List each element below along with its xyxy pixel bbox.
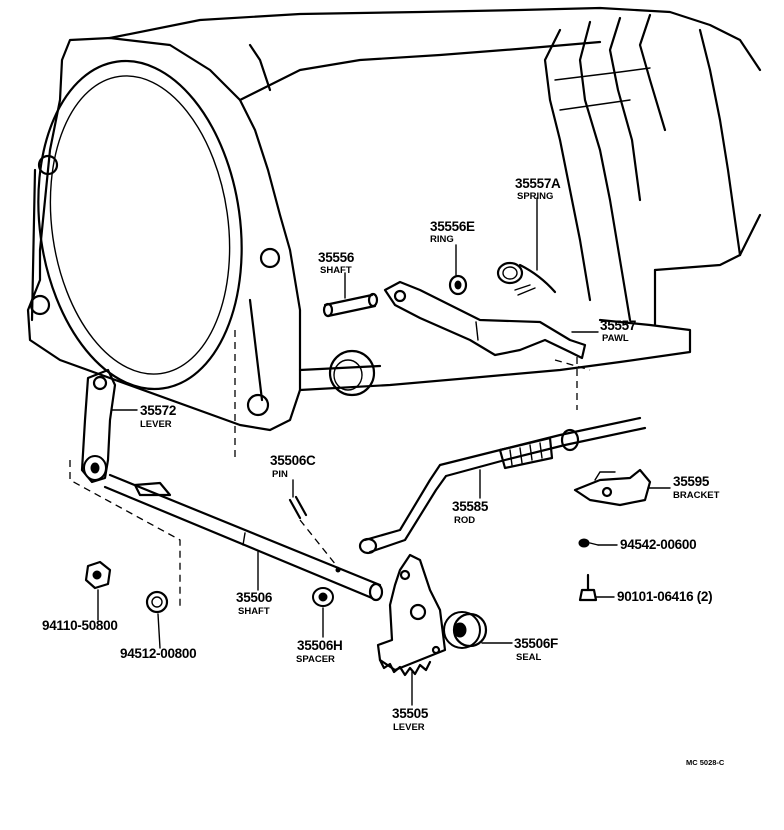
part-number: 35557A bbox=[515, 176, 561, 191]
clip-94542-drawing bbox=[578, 538, 599, 548]
part-number: 35585 bbox=[452, 499, 489, 514]
part-name: ROD bbox=[454, 515, 475, 526]
pawl-35557-drawing bbox=[383, 280, 587, 360]
lever-35572-drawing bbox=[80, 368, 117, 484]
bolt-90101-drawing bbox=[578, 573, 598, 602]
part-number: 35506C bbox=[270, 453, 316, 468]
part-label-35585: 35585 ROD bbox=[452, 499, 489, 526]
lever-35505-drawing bbox=[376, 553, 447, 677]
part-name: PAWL bbox=[602, 333, 629, 344]
washer-94512-drawing bbox=[145, 590, 169, 614]
pin-35506c-drawing bbox=[288, 495, 308, 520]
seal-35506f-drawing bbox=[443, 611, 488, 649]
part-label-90101: 90101-06416 (2) bbox=[617, 589, 713, 604]
part-number: 35557 bbox=[600, 318, 636, 333]
spring-35557a-drawing bbox=[496, 261, 557, 296]
spacer-35506h-drawing bbox=[312, 587, 334, 607]
part-label-94110: 94110-50800 bbox=[42, 618, 118, 633]
part-name: PIN bbox=[272, 469, 288, 480]
part-name: LEVER bbox=[393, 722, 425, 733]
part-label-35505: 35505 LEVER bbox=[392, 706, 429, 733]
part-number: 94110-50800 bbox=[42, 618, 118, 633]
ring-35556e-drawing bbox=[448, 274, 468, 296]
shaft-35506-drawing bbox=[103, 473, 384, 602]
shaft-35556-drawing bbox=[322, 292, 379, 318]
part-number: 35556 bbox=[318, 250, 355, 265]
part-name: RING bbox=[430, 234, 454, 245]
rod-35585-drawing bbox=[358, 416, 647, 555]
part-label-35572: 35572 LEVER bbox=[140, 403, 176, 430]
part-name: LEVER bbox=[140, 419, 172, 430]
part-name: SPACER bbox=[296, 654, 335, 665]
dashed-guide-lines bbox=[69, 330, 591, 610]
nut-94110-drawing bbox=[84, 560, 112, 590]
part-name: SHAFT bbox=[238, 606, 270, 617]
part-name: SHAFT bbox=[320, 265, 352, 276]
part-label-94542: 94542-00600 bbox=[620, 537, 697, 552]
part-label-94512: 94512-00800 bbox=[120, 646, 197, 661]
part-label-35556: 35556 SHAFT bbox=[318, 250, 355, 276]
transmission-case-drawing bbox=[26, 6, 762, 432]
reference-code: MC 5028-C bbox=[686, 758, 725, 767]
part-label-35506h: 35506H SPACER bbox=[296, 638, 343, 665]
part-label-35506f: 35506F SEAL bbox=[514, 636, 558, 663]
part-name: SPRING bbox=[517, 191, 553, 202]
part-number: 35556E bbox=[430, 219, 475, 234]
part-number: 35595 bbox=[673, 474, 710, 489]
part-number: 90101-06416 (2) bbox=[617, 589, 712, 604]
bracket-35595-drawing bbox=[573, 468, 652, 507]
part-number: 35506 bbox=[236, 590, 273, 605]
part-name: SEAL bbox=[516, 652, 542, 663]
part-number: 94542-00600 bbox=[620, 537, 696, 552]
part-name: BRACKET bbox=[673, 490, 720, 501]
label-leader-lines bbox=[97, 197, 671, 706]
part-label-35557a: 35557A SPRING bbox=[515, 176, 561, 202]
part-number: 35506H bbox=[297, 638, 343, 653]
part-number: 35505 bbox=[392, 706, 429, 721]
part-label-35556e: 35556E RING bbox=[430, 219, 475, 245]
part-label-35557: 35557 PAWL bbox=[600, 318, 636, 344]
part-label-35506: 35506 SHAFT bbox=[236, 590, 273, 617]
part-label-35595: 35595 BRACKET bbox=[673, 474, 720, 501]
part-number: 35572 bbox=[140, 403, 176, 418]
part-number: 94512-00800 bbox=[120, 646, 196, 661]
part-label-35506c: 35506C PIN bbox=[270, 453, 316, 480]
part-number: 35506F bbox=[514, 636, 558, 651]
